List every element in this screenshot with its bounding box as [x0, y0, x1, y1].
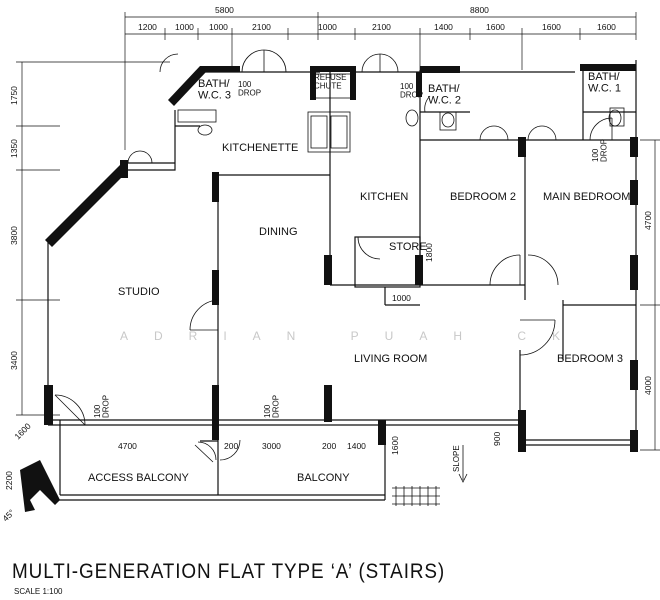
dim-left-1600: 1600: [12, 421, 33, 442]
watermark-text: ADRIAN PUAH CK: [120, 329, 586, 343]
dim-top-seg: 2100: [252, 22, 271, 32]
dim-bottom-seg: 200: [224, 441, 238, 451]
dim-bottom-seg: 200: [322, 441, 336, 451]
bottom-dimension-labels: 4700 200 3000 200 1400 1600 1000 1800: [118, 243, 434, 455]
top-dimension-labels: 5800 8800 1200 1000 1000 2100 1000 2100 …: [138, 5, 616, 32]
dim-right-small: 900: [492, 432, 502, 446]
dim-bottom-seg: 1400: [347, 441, 366, 451]
dim-left-seg: 1750: [9, 86, 19, 105]
drawing-scale: SCALE 1:100: [14, 587, 63, 596]
fixtures: [177, 73, 625, 165]
dim-top-seg: 1600: [486, 22, 505, 32]
room-dining: DINING: [259, 226, 298, 238]
room-studio: STUDIO: [118, 286, 160, 298]
dim-left-seg: 1350: [9, 139, 19, 158]
dim-top-seg: 1000: [209, 22, 228, 32]
dim-top-seg: 1400: [434, 22, 453, 32]
room-kitchenette: KITCHENETTE: [222, 142, 298, 154]
dim-angle: 45°: [0, 507, 16, 523]
dim-store-h: 1800: [424, 243, 434, 262]
dim-balcony-depth: 1600: [390, 436, 400, 455]
dim-top-seg: 1200: [138, 22, 157, 32]
top-dimension-lines: [124, 12, 637, 150]
room-access-balcony: ACCESS BALCONY: [88, 472, 190, 484]
dim-top-seg: 1600: [542, 22, 561, 32]
room-store: STORE: [389, 241, 427, 253]
dim-left-seg: 3800: [9, 226, 19, 245]
dim-top-total-right: 8800: [470, 5, 489, 15]
note-drop: 100DROP: [263, 395, 280, 418]
room-living-room: LIVING ROOM: [354, 353, 427, 365]
dim-left-2200: 2200: [4, 471, 14, 490]
room-main-bedroom: MAIN BEDROOM: [543, 191, 630, 203]
dim-top-seg: 2100: [372, 22, 391, 32]
room-balcony: BALCONY: [297, 472, 350, 484]
room-bath-wc3: BATH/W.C. 3: [198, 78, 231, 102]
room-bedroom2: BEDROOM 2: [450, 191, 516, 203]
room-bath-wc2: BATH/W.C. 2: [428, 83, 461, 107]
drawing-title: MULTI-GENERATION FLAT TYPE ‘A’ (STAIRS): [12, 560, 446, 583]
dim-top-seg: 1000: [318, 22, 337, 32]
note-drop: 100DROP: [93, 395, 110, 418]
room-bath-wc1: BATH/W.C. 1: [588, 71, 621, 95]
right-dimension-labels: 4700 4000 900: [492, 211, 653, 446]
right-dimension-lines: [640, 139, 660, 451]
dim-bottom-seg: 4700: [118, 441, 137, 451]
dim-top-total-left: 5800: [215, 5, 234, 15]
walls-thin: [47, 60, 637, 501]
doors: [54, 49, 613, 463]
dim-store-w: 1000: [392, 293, 411, 303]
room-kitchen: KITCHEN: [360, 191, 408, 203]
left-dimension-lines: [16, 61, 170, 416]
dim-left-seg: 3400: [9, 351, 19, 370]
dim-top-seg: 1600: [597, 22, 616, 32]
dim-top-seg: 1000: [175, 22, 194, 32]
stairs: [392, 445, 468, 506]
dim-bottom-seg: 3000: [262, 441, 281, 451]
note-drop: 100DROP: [591, 139, 608, 162]
dim-right-seg: 4000: [643, 376, 653, 395]
walls-thick: [20, 64, 638, 512]
left-dimension-labels: 1750 1350 3800 3400 1600 2200 45°: [0, 86, 33, 524]
room-bedroom3: BEDROOM 3: [557, 353, 623, 365]
note-slope: SLOPE: [452, 445, 461, 472]
dim-right-seg: 4700: [643, 211, 653, 230]
